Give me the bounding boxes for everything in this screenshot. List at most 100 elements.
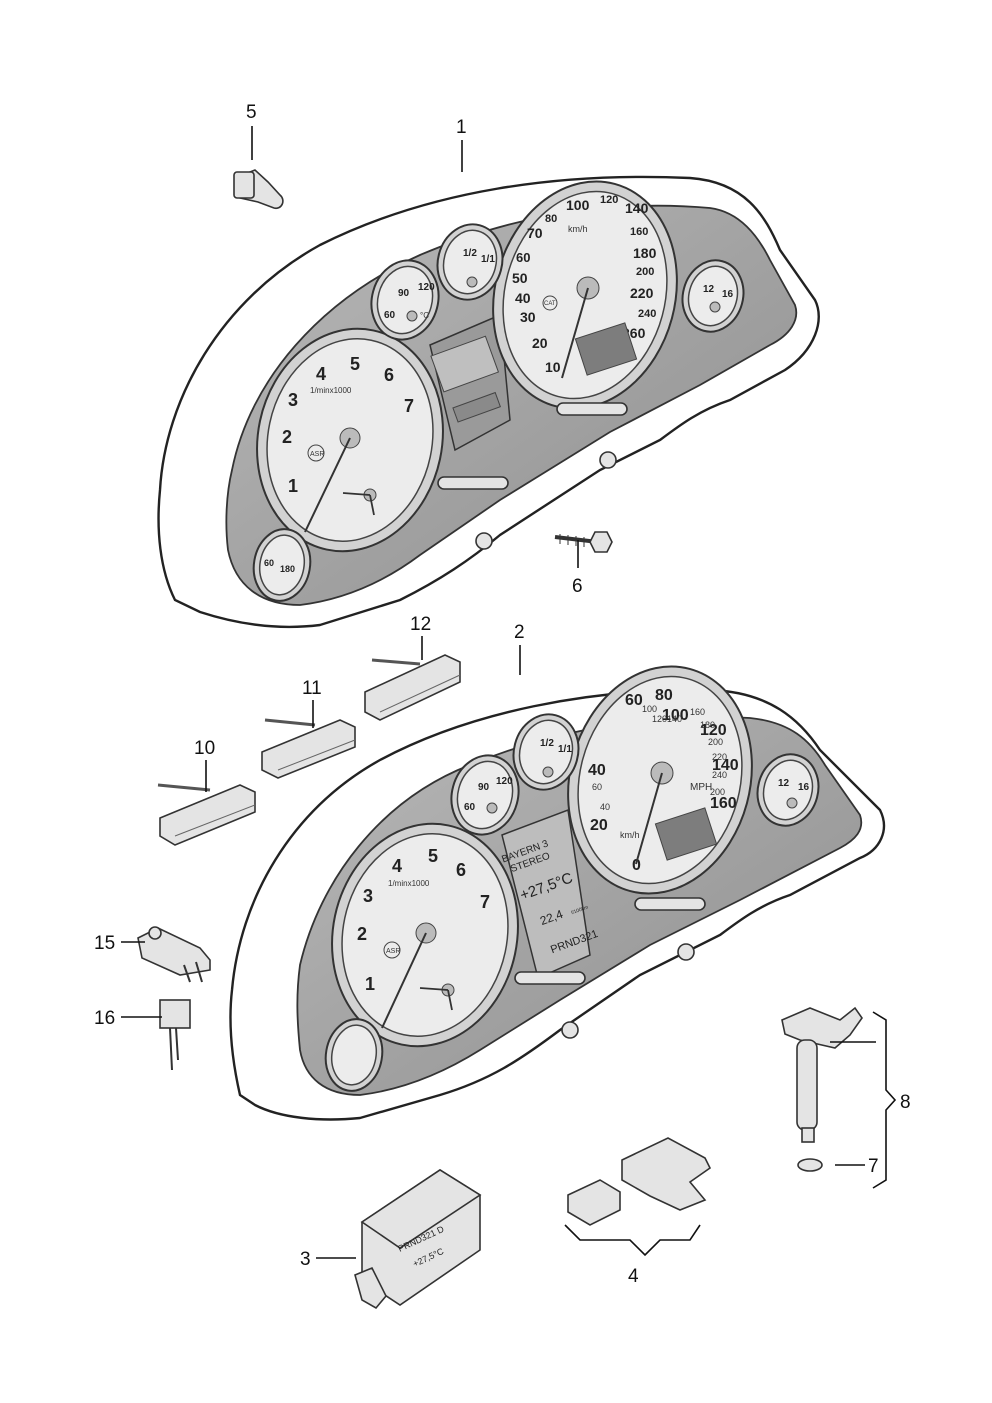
kmh-label-40: 40 <box>600 802 610 812</box>
kmh-label-100: 100 <box>642 704 657 714</box>
callout-12: 12 <box>410 614 431 635</box>
temp-unit-label: °C <box>420 311 429 320</box>
tach2-unit-label: 1/minx1000 <box>388 879 430 888</box>
cluster-1-fuel-gauge: 1/2 1/1 <box>436 223 504 301</box>
mph-label-40: 40 <box>588 762 606 779</box>
left-gauge-label-180: 180 <box>280 564 295 574</box>
mph-unit-label: MPH <box>690 782 712 793</box>
mph-label-80: 80 <box>655 687 673 704</box>
speedo-unit-label: km/h <box>568 224 588 234</box>
cluster-1-speedometer: 10 20 30 40 50 60 70 80 100 120 140 160 … <box>492 180 678 410</box>
fuel-label-full: 1/1 <box>481 254 495 265</box>
asr-warning-icon <box>307 444 325 462</box>
tach-label-5: 5 <box>350 354 360 374</box>
lamp-strip-12 <box>364 654 461 721</box>
screw-part-6 <box>554 531 613 553</box>
cluster-2-fuel-gauge: 1/2 1/1 <box>512 713 580 791</box>
tach2-label-4: 4 <box>392 856 402 876</box>
cluster-1-left-small-gauge: 60 180 <box>252 528 312 602</box>
callout-15: 15 <box>94 933 115 954</box>
speedo-label-70: 70 <box>527 225 543 241</box>
cluster-2-right-gauge: 12 16 <box>756 753 820 827</box>
kmh-label-160: 160 <box>690 707 705 717</box>
lcd-consumption-unit: l/100km <box>571 905 590 917</box>
leader-lines <box>121 126 876 1259</box>
kmh-label-120140: 120140 <box>652 714 682 724</box>
speedo-label-120: 120 <box>600 194 618 206</box>
callout-8: 8 <box>900 1092 911 1113</box>
right-gauge-label-16: 16 <box>722 289 734 300</box>
speedo2-needle <box>635 772 663 865</box>
speedo-label-10: 10 <box>545 359 561 375</box>
callout-numbers: 1 2 3 4 5 6 7 8 10 11 12 15 16 <box>94 102 911 1287</box>
cat-label: CAT <box>544 301 556 307</box>
tach-label-6: 6 <box>384 365 394 385</box>
callout-1: 1 <box>456 117 467 138</box>
callout-10: 10 <box>194 738 215 759</box>
fuel2-label-full: 1/1 <box>558 744 572 755</box>
sealing-ring-7 <box>797 1158 823 1172</box>
mph-label-140: 140 <box>712 757 739 774</box>
speedo-label-20: 20 <box>532 335 548 351</box>
tach2-label-1: 1 <box>365 974 375 994</box>
speedo-label-220: 220 <box>630 285 654 301</box>
kmh-label-240: 240 <box>712 770 727 780</box>
cluster-1-center-display <box>429 313 511 452</box>
temp-label-120: 120 <box>418 282 435 293</box>
cluster-2-left-small-gauge <box>324 1018 384 1092</box>
callout-2: 2 <box>514 622 525 643</box>
cluster-1-light-pins <box>437 402 628 550</box>
callout-4: 4 <box>628 1266 639 1287</box>
mph-label-60: 60 <box>625 692 643 709</box>
right2-gauge-label-16: 16 <box>798 782 810 793</box>
tach2-label-6: 6 <box>456 860 466 880</box>
temp-label-90: 90 <box>398 288 410 299</box>
odometer-display <box>574 322 638 376</box>
cluster-2-housing <box>229 688 886 1121</box>
lamp-strip-11 <box>261 718 356 779</box>
speedo-label-180: 180 <box>633 245 657 261</box>
sensor-part-8 <box>781 1006 897 1189</box>
tach-label-3: 3 <box>288 390 298 410</box>
instrument-cluster-1: 1 2 3 4 5 6 7 1/minx1000 ASR 10 <box>157 175 820 629</box>
speedo-label-60: 60 <box>516 250 530 265</box>
mph-label-100: 100 <box>662 707 689 724</box>
cluster-2-speedometer: 60 80 100 120 140 160 40 20 100 120140 1… <box>567 665 753 895</box>
tach-label-7: 7 <box>404 396 414 416</box>
tach-unit-label: 1/minx1000 <box>310 386 352 395</box>
cat-warning-icon <box>542 295 558 311</box>
cluster-1-right-gauge: 12 16 <box>681 259 745 333</box>
kmh-unit-label: km/h <box>620 830 640 840</box>
speedo-label-200: 200 <box>636 266 654 278</box>
kmh-label-200b: 200 <box>710 787 725 797</box>
tach-label-2: 2 <box>282 427 292 447</box>
left-gauge-label-60: 60 <box>264 558 274 568</box>
callout-3: 3 <box>300 1249 311 1270</box>
connector-set-4 <box>564 1137 712 1257</box>
callout-5: 5 <box>246 102 257 123</box>
tach2-label-3: 3 <box>363 886 373 906</box>
cluster-1-tachometer: 1 2 3 4 5 6 7 1/minx1000 ASR <box>256 327 444 553</box>
speedo-label-240: 240 <box>638 308 656 320</box>
instrument-cluster-2: 1 2 3 4 5 6 7 1/minx1000 ASR BAYERN 3 ST… <box>229 665 886 1121</box>
tach2-needle <box>381 932 427 1029</box>
tach2-label-5: 5 <box>428 846 438 866</box>
kmh-label-200: 200 <box>708 737 723 747</box>
cluster-2-temp-gauge: 60 90 120 <box>450 754 520 836</box>
control-module-3: PRND321 D +27,5°C <box>354 1169 482 1310</box>
asr2-label: ASR <box>386 948 400 955</box>
speedo-label-30: 30 <box>520 309 536 325</box>
tach-label-4: 4 <box>316 364 326 384</box>
cluster-1-housing <box>157 175 820 629</box>
asr2-warning-icon <box>383 941 401 959</box>
callout-11: 11 <box>302 678 322 699</box>
cluster-1-temp-gauge: 60 90 120 °C <box>370 259 440 341</box>
cluster-2-light-pins <box>514 897 706 1039</box>
right2-gauge-label-12: 12 <box>778 778 790 789</box>
speedo-label-100: 100 <box>566 197 590 213</box>
cluster-2-tachometer: 1 2 3 4 5 6 7 1/minx1000 ASR <box>331 822 519 1048</box>
cluster-2-center-lcd: BAYERN 3 STEREO +27,5°C 22,4 l/100km PRN… <box>500 808 600 980</box>
speedo-label-140: 140 <box>625 200 649 216</box>
temp2-label-120: 120 <box>496 776 513 787</box>
tach-label-1: 1 <box>288 476 298 496</box>
